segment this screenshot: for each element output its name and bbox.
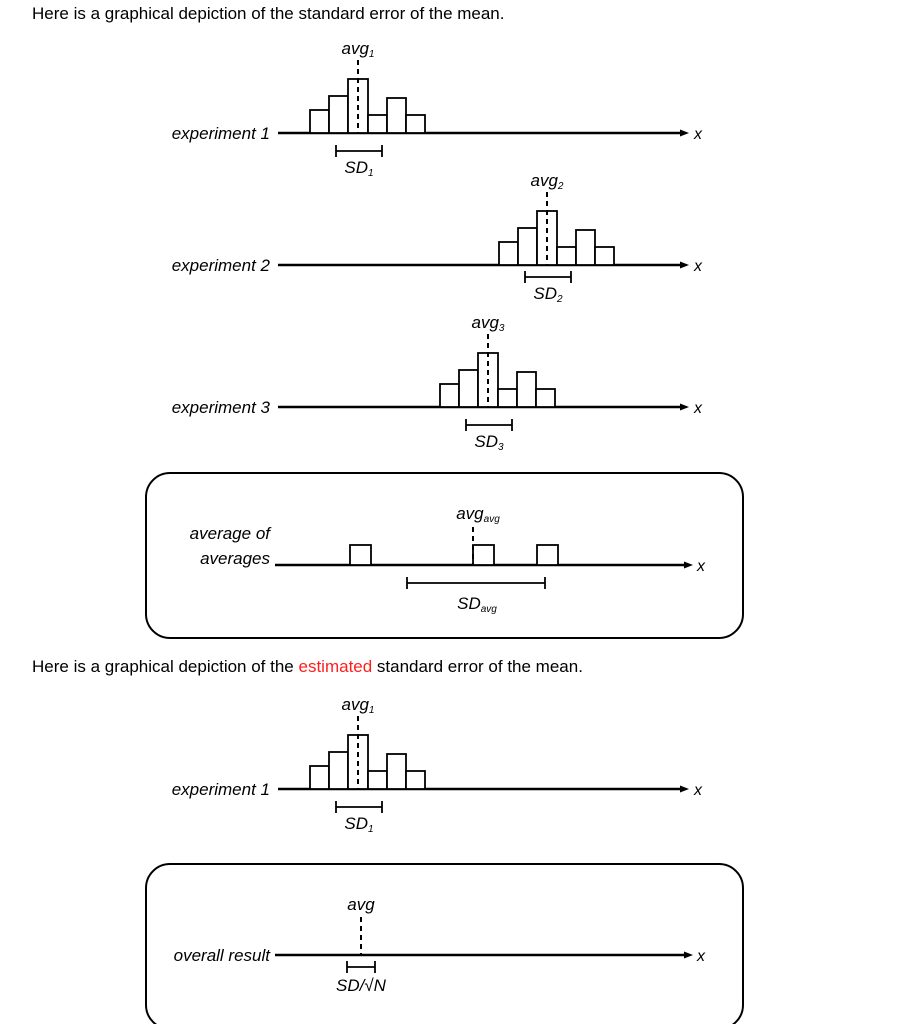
axis-label-experiment-2: x — [693, 258, 703, 275]
avg-label-experiment-1-estimated: avg1 — [342, 695, 375, 716]
histogram-bar — [386, 97, 407, 134]
row-label-average-of-averages-line1: average of — [190, 524, 273, 543]
axis-label-experiment-1: x — [693, 126, 703, 143]
histogram-bar — [328, 95, 349, 134]
sd-label-experiment-2: SD2 — [533, 284, 563, 305]
panel-experiment-1-estimated: experiment 1 x avg1 SD1 — [172, 695, 703, 835]
panel-experiment-2: experiment 2 x avg2 SD2 — [172, 171, 703, 305]
sd-label-experiment-3: SD3 — [474, 432, 504, 453]
row-label-experiment-2: experiment 2 — [172, 256, 271, 275]
histogram-bar — [405, 770, 426, 790]
rounded-box-average-of-averages — [145, 472, 744, 639]
panel-overall-result: overall result x avg SD/√N — [145, 863, 744, 1024]
row-label-experiment-3: experiment 3 — [172, 398, 271, 417]
histogram-bar — [556, 246, 577, 266]
histogram-bar — [477, 352, 499, 408]
row-label-experiment-1-estimated: experiment 1 — [172, 780, 270, 799]
histogram-bar — [575, 229, 596, 266]
row-label-average-of-averages-line2: averages — [200, 549, 270, 568]
histogram-bar — [386, 753, 407, 790]
histogram-experiment-2 — [498, 210, 615, 266]
avg-label-experiment-2: avg2 — [531, 171, 564, 192]
histogram-bar — [498, 241, 519, 266]
histogram-bar — [367, 770, 388, 790]
histogram-bar — [536, 210, 558, 266]
histogram-bar — [347, 734, 369, 790]
histogram-bar — [497, 388, 518, 408]
rounded-box-overall-result — [145, 863, 744, 1024]
histogram-bar — [472, 544, 495, 566]
histogram-bar — [328, 751, 349, 790]
avg-label-overall-result: avg — [347, 895, 375, 914]
sd-bracket-overall-result — [346, 961, 376, 973]
panel-average-of-averages: average of averages x avgavg SDavg — [145, 472, 744, 639]
histogram-bar — [309, 109, 330, 134]
caption-middle-text-1: Here is a graphical depiction of the — [32, 657, 299, 676]
sd-label-average-of-averages: SDavg — [457, 594, 497, 615]
histogram-bar — [536, 544, 559, 566]
panel-experiment-1: experiment 1 x avg1 SD1 — [172, 39, 703, 179]
histogram-average-of-averages — [349, 544, 559, 566]
histogram-bar — [439, 383, 460, 408]
sd-bracket-experiment-1-estimated — [335, 801, 383, 813]
caption-top-text: Here is a graphical depiction of the sta… — [32, 4, 505, 23]
sd-label-experiment-1-estimated: SD1 — [344, 814, 373, 835]
sd-bracket-experiment-1 — [335, 145, 383, 157]
caption-top: Here is a graphical depiction of the sta… — [32, 4, 505, 24]
avg-label-experiment-1: avg1 — [342, 39, 375, 60]
histogram-bar — [516, 371, 537, 408]
histogram-bar — [309, 765, 330, 790]
sd-bracket-experiment-2 — [524, 271, 572, 283]
axis-label-experiment-1-estimated: x — [693, 782, 703, 799]
histogram-experiment-1-estimated — [309, 734, 426, 790]
sd-label-experiment-1: SD1 — [344, 158, 373, 179]
axis-label-experiment-3: x — [693, 400, 703, 417]
sd-bracket-experiment-3 — [465, 419, 513, 431]
histogram-bar — [405, 114, 426, 134]
histogram-experiment-3 — [439, 352, 556, 408]
caption-middle-text-2: standard error of the mean. — [372, 657, 583, 676]
avg-label-experiment-3: avg3 — [472, 313, 505, 334]
histogram-bar — [517, 227, 538, 266]
histogram-bar — [535, 388, 556, 408]
axis-label-average-of-averages: x — [696, 558, 706, 575]
row-label-experiment-1: experiment 1 — [172, 124, 270, 143]
caption-middle: Here is a graphical depiction of the est… — [32, 657, 583, 677]
axis-label-overall-result: x — [696, 948, 706, 965]
row-label-overall-result: overall result — [174, 946, 272, 965]
histogram-bar — [367, 114, 388, 134]
histogram-bar — [349, 544, 372, 566]
sd-label-overall-result: SD/√N — [336, 976, 387, 995]
histogram-bar — [347, 78, 369, 134]
caption-middle-highlight: estimated — [298, 657, 373, 676]
avg-label-average-of-averages: avgavg — [456, 504, 500, 525]
histogram-experiment-1 — [309, 78, 426, 134]
histogram-bar — [594, 246, 615, 266]
histogram-bar — [458, 369, 479, 408]
panel-experiment-3: experiment 3 x avg3 SD3 — [172, 313, 703, 453]
sd-bracket-average-of-averages — [406, 577, 546, 589]
